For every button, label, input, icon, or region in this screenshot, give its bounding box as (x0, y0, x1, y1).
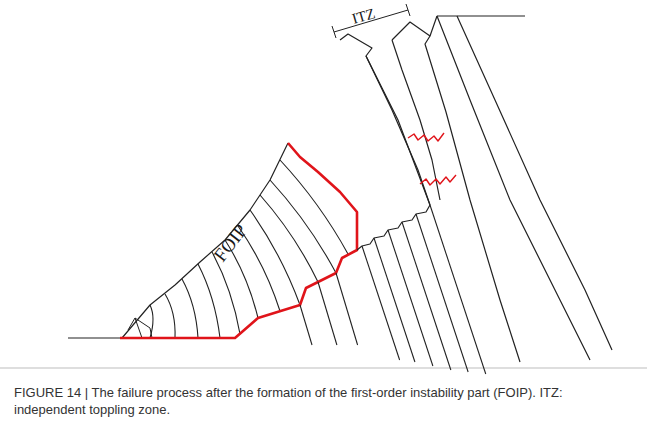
rock-column-line (388, 230, 433, 366)
rock-column-line (336, 273, 358, 345)
failure-boundary (120, 143, 357, 338)
toppling-column (392, 22, 520, 362)
ground-line (68, 337, 122, 338)
zone-label: ITZ (350, 5, 377, 28)
toppling-column (366, 56, 430, 205)
rock-column-line (260, 195, 318, 282)
tension-crack (408, 133, 444, 141)
rock-column-line (457, 16, 612, 350)
rock-column-line (150, 305, 153, 338)
figure-caption: FIGURE 14 | The failure process after th… (14, 384, 632, 418)
caption-rule (0, 368, 647, 369)
rock-column-line (198, 264, 220, 338)
rock-column-line (318, 282, 337, 345)
dimension-tick (406, 4, 410, 16)
rock-column-line (430, 205, 486, 374)
toppling-column (430, 16, 437, 36)
tension-crack (420, 175, 456, 185)
stepped-surface (357, 205, 430, 250)
dimension-tick (332, 26, 336, 38)
toppling-column (340, 34, 430, 205)
rock-column-line (416, 214, 468, 372)
rock-column-line (300, 305, 312, 345)
rock-column-line (280, 160, 348, 254)
slope-surface (122, 143, 288, 338)
rock-column-line (182, 279, 198, 338)
rock-column-line (250, 210, 300, 305)
toe-block (150, 328, 152, 338)
rock-column-line (270, 180, 336, 273)
top-surface (437, 15, 525, 16)
rock-column-line (362, 246, 400, 360)
rock-column-line (165, 294, 175, 338)
toppling-column (392, 40, 440, 200)
rock-column-line (374, 238, 415, 362)
toe-block (135, 318, 150, 328)
rock-column-line (437, 16, 590, 360)
